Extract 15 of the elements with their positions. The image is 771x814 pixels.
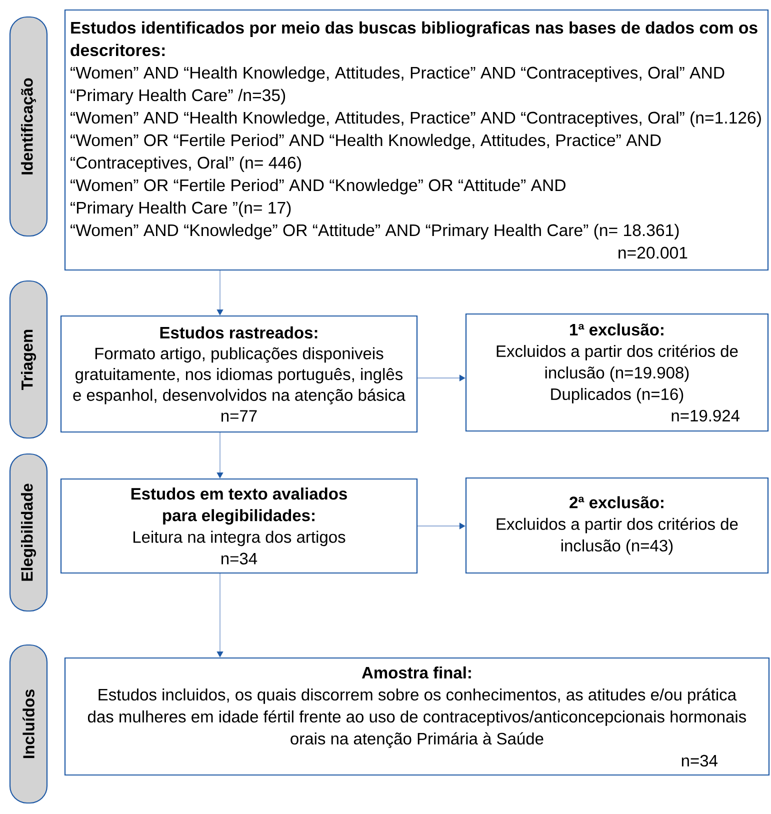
arrow	[216, 432, 224, 478]
process-box: Estudos em texto avaliados para elegibilidades: Leitura na integra dos artigos n=34	[60, 478, 418, 574]
stage-pill: Incluídos	[9, 644, 48, 804]
process-box: Amostra final: Estudos incluidos, os quais discorrem sobre os conhecimentos, as atitudes e/ou prática das mulheres em idade fértil frente ao uso de contraceptivos/anticoncepcionais hormonais orais na atenção Primária à Saúde n=34	[64, 657, 770, 776]
stage-pill: Triagem	[9, 280, 48, 439]
stage-pill: Elegibilidade	[9, 453, 48, 612]
process-box: Estudos rastreados: Formato artigo, publicações disponiveis gratuitamente, nos idiomas português, inglês e espanhol, desenvolvidos na atenção básica n=77	[60, 315, 418, 433]
arrow	[216, 573, 224, 658]
process-box: 1ª exclusão: Excluidos a partir dos critérios de inclusão (n=19.908) Duplicados (n=16) n=19.924	[465, 313, 769, 432]
arrow	[417, 374, 466, 382]
arrow	[417, 522, 466, 530]
stage-pill: Identificação	[9, 16, 48, 237]
process-box: 2ª exclusão: Excluidos a partir dos critérios de inclusão (n=43)	[465, 477, 769, 574]
process-box: Estudos identificados por meio das buscas bibliograficas nas bases de dados com os descritores: “Women” AND “Health Knowledge, Attitudes, Practice” AND “Contraceptives, Oral” AND “Primary Health Care” /n=35) “Women” AND “Health Knowledge, Attitudes, Practice” AND “Contraceptives, Oral” (n=1.126) “Women” OR “Fertile Period” AND “Health Knowledge, Attitudes, Practice” AND “Contraceptives, Oral” (n= 446) “Women” OR “Fertile Period” AND “Knowledge” OR “Attitude” AND “Primary Health Care ”(n= 17) “Women” AND “Knowledge” OR “Attitude” AND “Primary Health Care” (n= 18.361) n=20.001	[64, 9, 769, 271]
arrow	[216, 270, 224, 316]
